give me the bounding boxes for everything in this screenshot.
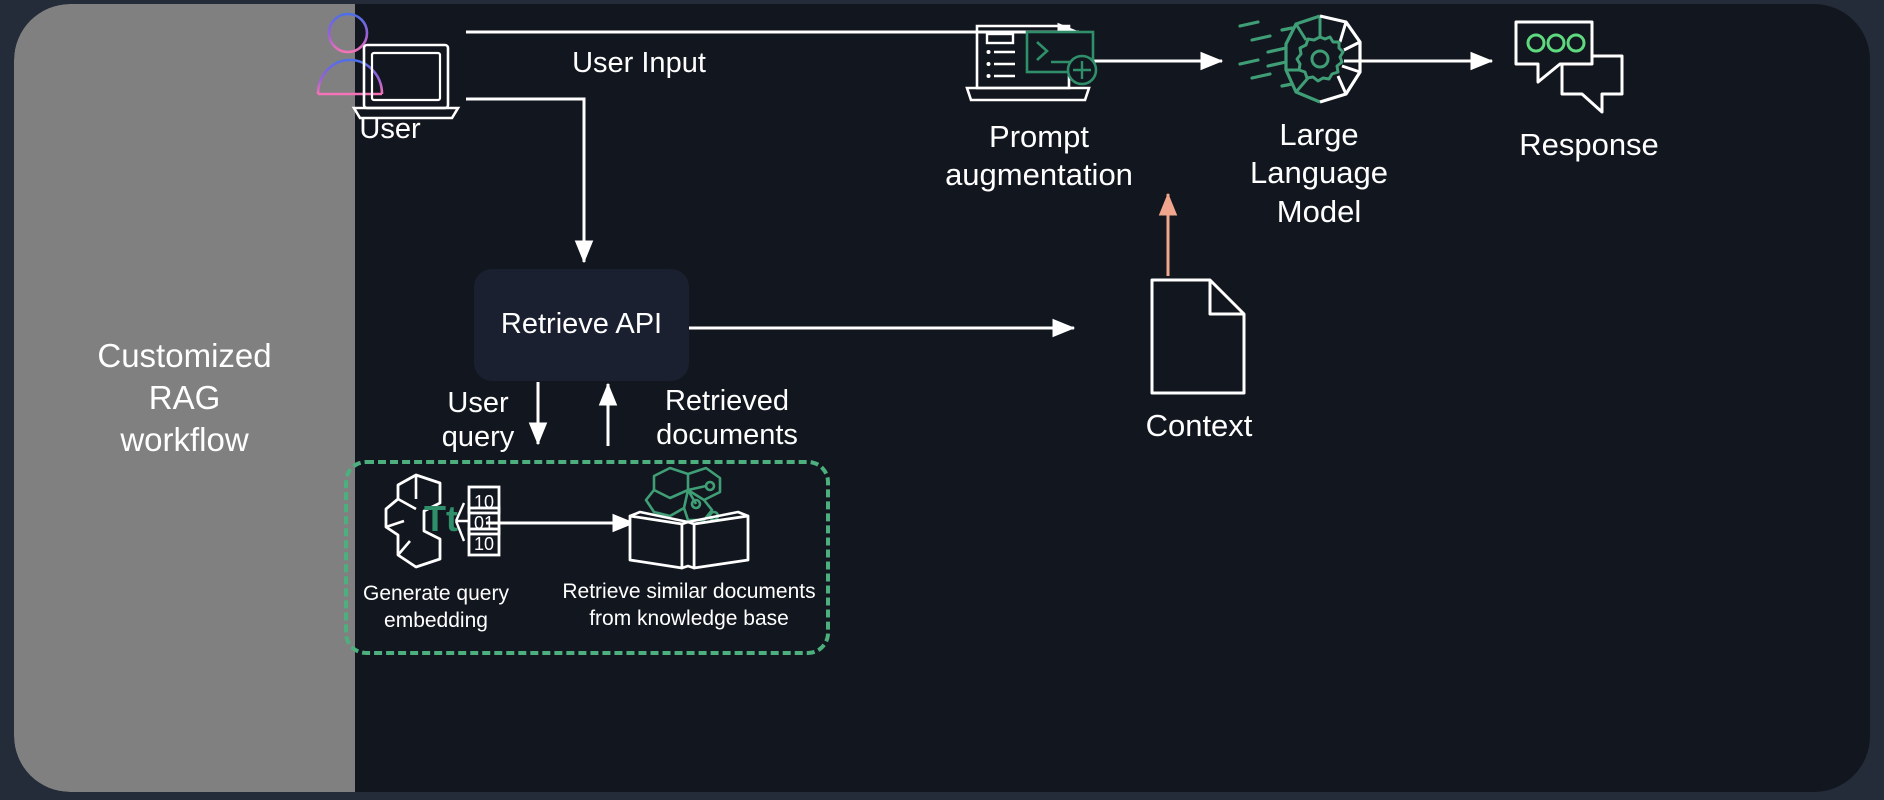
node-retrieve-similar-documents-label: Retrieve similar documents from knowledg…	[562, 580, 816, 631]
node-large-language-model-label: Large Language Model	[1250, 117, 1388, 229]
brain-gear-icon	[1238, 14, 1362, 104]
edge-label-user-input: User Input	[572, 47, 706, 79]
node-retrieve-api-label: Retrieve API	[500, 308, 663, 341]
node-large-language-model: Large Language Model	[1204, 8, 1434, 231]
node-retrieve-api[interactable]: Retrieve API	[474, 269, 689, 381]
node-response-label: Response	[1519, 127, 1659, 162]
edge-user-to-retrieve-api	[466, 97, 594, 264]
rag-retrieval-group	[344, 460, 830, 655]
node-user-label: User	[359, 113, 421, 145]
node-response: Response	[1469, 16, 1709, 164]
node-prompt-augmentation-label: Prompt augmentation	[945, 119, 1133, 193]
node-generate-query-embedding: Tt 10 01 10 Generate query embedding	[336, 469, 536, 635]
laptop-terminal-plus-icon	[965, 24, 1098, 102]
embedding-binary-bottom: 10	[474, 534, 494, 554]
side-panel: Customized RAG workflow	[14, 4, 355, 792]
edge-label-user-query: User query	[441, 387, 515, 454]
side-panel-title: Customized RAG workflow	[97, 337, 272, 458]
node-user: User	[310, 8, 470, 147]
user-laptop-icon	[316, 12, 461, 120]
brain-text-binary-icon: Tt 10 01 10	[384, 473, 501, 569]
open-book-network-icon	[628, 466, 750, 570]
node-generate-query-embedding-label: Generate query embedding	[363, 582, 509, 633]
diagram-canvas: Customized RAG workflow	[14, 4, 1870, 792]
embedding-glyph: Tt	[424, 498, 458, 539]
chat-bubbles-icon	[1514, 20, 1624, 114]
node-prompt-augmentation: Prompt augmentation	[914, 18, 1164, 195]
edge-label-retrieved-documents: Retrieved documents	[656, 385, 798, 452]
node-retrieve-similar-documents: Retrieve similar documents from knowledg…	[554, 464, 824, 633]
document-lines-icon	[1150, 278, 1246, 395]
node-context-label: Context	[1145, 408, 1253, 443]
node-context: Context	[1094, 274, 1304, 445]
